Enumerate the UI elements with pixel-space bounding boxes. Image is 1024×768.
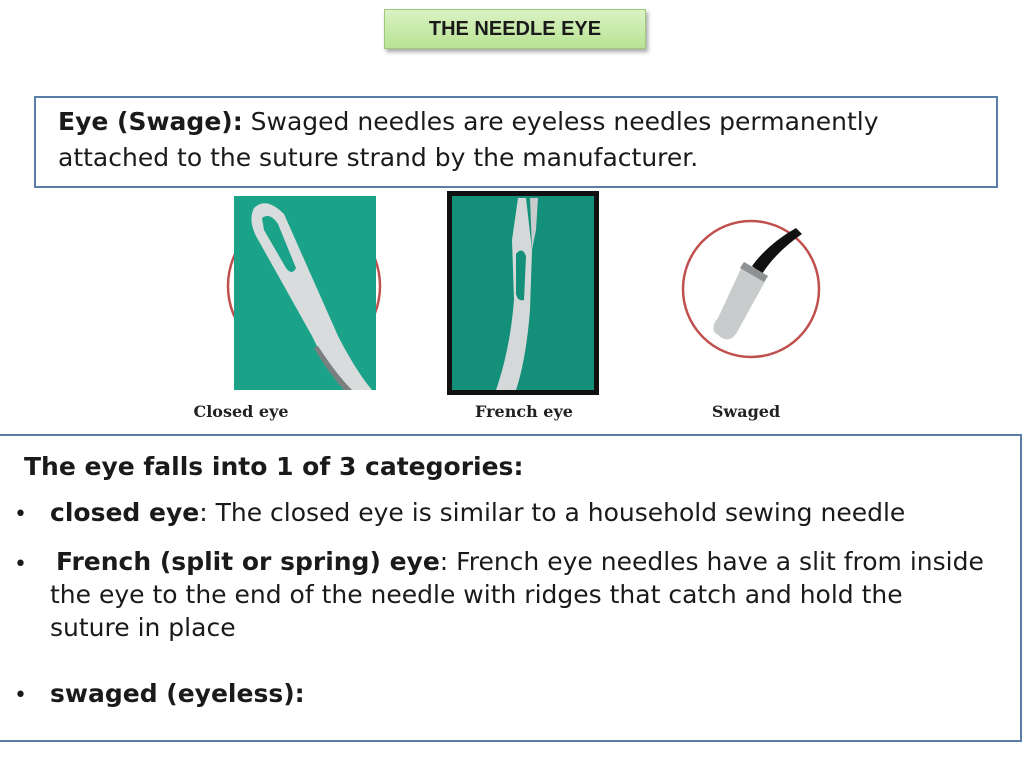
closed-eye-image: [226, 196, 382, 396]
french-eye-image: [446, 190, 600, 396]
definition-text: Swaged needles are eyeless needles perma…: [58, 107, 879, 172]
item-term: swaged (eyeless):: [50, 679, 305, 708]
bullet: •: [14, 683, 27, 708]
list-item: closed eye: The closed eye is similar to…: [50, 496, 990, 529]
categories-box: The eye falls into 1 of 3 categories: • …: [0, 434, 1022, 742]
list-item: French (split or spring) eye: French eye…: [50, 545, 990, 644]
item-term: French (split or spring) eye: [56, 547, 440, 576]
list-item: swaged (eyeless):: [50, 677, 990, 710]
bullet: •: [14, 552, 27, 577]
caption-swaged: Swaged: [711, 402, 781, 421]
item-text: : French eye needles have a slit from in…: [50, 547, 984, 642]
definition-box: Eye (Swage): Swaged needles are eyeless …: [34, 96, 998, 188]
item-term: closed eye: [50, 498, 200, 527]
item-text: : The closed eye is similar to a househo…: [199, 498, 906, 527]
definition-term: Eye (Swage):: [58, 107, 243, 136]
caption-closed-eye: Closed eye: [193, 402, 289, 421]
caption-french-eye: French eye: [475, 402, 573, 421]
bullet: •: [14, 502, 27, 527]
slide-title: THE NEEDLE EYE: [384, 9, 646, 49]
categories-heading: The eye falls into 1 of 3 categories:: [24, 452, 524, 481]
swaged-image: [680, 218, 822, 360]
